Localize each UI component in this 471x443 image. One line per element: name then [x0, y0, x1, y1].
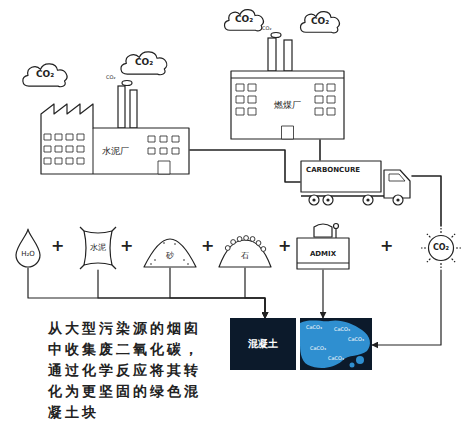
node-text: CaCO₃ [328, 356, 344, 361]
cement-plant: 水泥厂 [40, 100, 190, 175]
co2-pipe [190, 150, 300, 182]
smoke-puff [122, 81, 132, 86]
co2-small: CO₂ [106, 75, 115, 80]
coal-plant-outline [230, 70, 345, 140]
stone-pile-outline [218, 234, 272, 268]
sand-pile: 砂 [143, 236, 197, 268]
node-text: CaCO₃ [306, 325, 322, 330]
node-text: ADMIX [310, 250, 336, 258]
smoke-puff [271, 33, 281, 38]
flow-arrow [170, 268, 265, 318]
node-text: H₂O [21, 250, 35, 258]
co2-cloud: CO₂ [222, 6, 266, 32]
mineralized-concrete: CaCO₃CaCO₃CaCO₃CaCO₃CaCO₃ [300, 318, 372, 370]
co2-source: CO₂ [419, 226, 463, 270]
cement-plant-outline [40, 100, 190, 175]
plus-sign: + [120, 238, 133, 254]
node-text: 砂 [166, 251, 174, 260]
node-text: 石 [241, 251, 249, 260]
node-text: 混凝土 [248, 338, 278, 350]
flow-arrow [372, 270, 441, 345]
stone-pile: 石 [218, 234, 272, 268]
node-text: CO₂ [235, 14, 253, 24]
chimney [130, 90, 137, 128]
chimney [284, 40, 292, 71]
plus-sign: + [201, 238, 214, 254]
co2-source-outline [419, 226, 463, 270]
co2-cloud-outline [222, 6, 266, 32]
node-text: CaCO₃ [334, 327, 350, 332]
sand-pile-outline [143, 236, 197, 268]
plus-sign: + [278, 238, 291, 254]
co2-cloud-outline [118, 48, 170, 76]
node-text: CO₂ [433, 243, 449, 252]
coal-plant: 燃煤厂 [230, 70, 345, 140]
water-drop-outline [14, 228, 42, 268]
node-text: CO₂ [36, 69, 54, 79]
plus-sign: + [380, 238, 393, 254]
co2-small: CO₂ [262, 26, 271, 31]
flow-arrow [322, 270, 323, 318]
node-text: CaCO₃ [348, 337, 364, 342]
carboncure-truck-outline [300, 160, 412, 206]
node-text: 燃煤厂 [272, 100, 303, 110]
cement-bag: 水泥 [79, 226, 117, 270]
water-drop: H₂O [14, 228, 42, 268]
flow-arrow [245, 268, 265, 318]
flow-arrow [98, 270, 265, 318]
admix-machine: ADMIX [296, 222, 350, 270]
co2-cloud-outline [298, 8, 342, 34]
cement-bag-outline [79, 226, 117, 270]
node-text: CaCO₃ [310, 346, 326, 351]
co2-cloud-outline [20, 60, 70, 88]
concrete-block: 混凝土 [230, 318, 296, 370]
flow-arrow [28, 268, 265, 318]
node-text: CO₂ [311, 16, 329, 26]
node-text: CO₂ [135, 57, 153, 67]
carboncure-truck: CARBONCURE [300, 160, 412, 206]
co2-pipe [319, 140, 321, 160]
caption-text: 从大型污染源的烟囱中收集废二氧化碳，通过化学反应将其转化为更坚固的绿色混凝土块 [48, 318, 206, 423]
chimney [268, 38, 276, 71]
concrete-block-outline [230, 318, 296, 370]
co2-cloud: CO₂ [20, 60, 70, 88]
admix-machine-outline [296, 222, 350, 270]
plus-sign: + [51, 238, 64, 254]
chimney [118, 86, 125, 128]
co2-cloud: CO₂ [118, 48, 170, 76]
node-text: 水泥厂 [100, 146, 131, 156]
co2-cloud: CO₂ [298, 8, 342, 34]
mineralized-concrete-outline [300, 318, 372, 370]
co2-pipe [412, 176, 441, 226]
node-text: CARBONCURE [306, 166, 360, 174]
node-text: 水泥 [90, 243, 106, 252]
